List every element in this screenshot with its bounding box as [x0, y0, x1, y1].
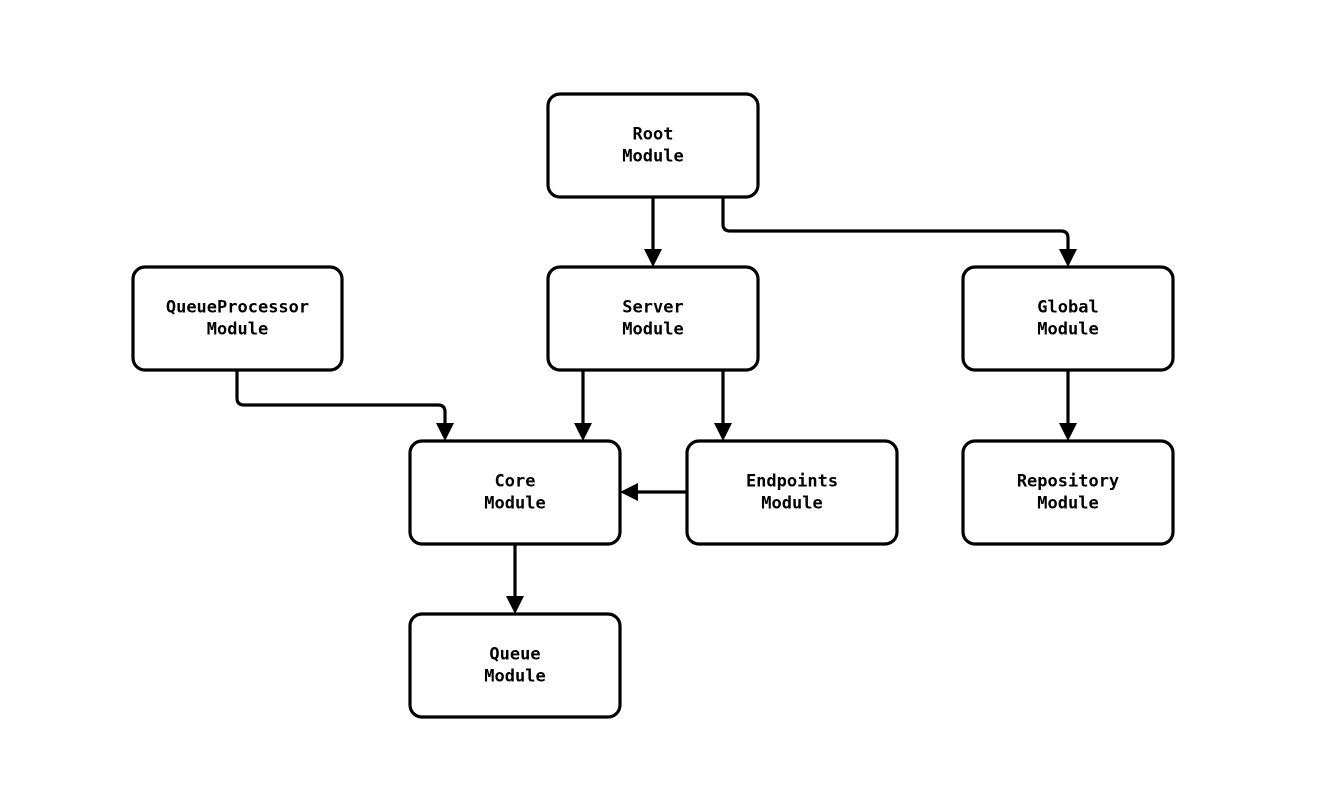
edge-server-to-core — [574, 370, 592, 441]
node-label-line1: Repository — [1017, 472, 1119, 492]
edge-line — [235, 370, 447, 432]
node-label-line2: Module — [484, 667, 545, 687]
arrowhead-icon — [574, 423, 592, 441]
node-label-line1: Root — [633, 125, 674, 145]
node-box[interactable] — [961, 265, 1175, 372]
node-label-line1: Server — [622, 298, 683, 318]
arrowhead-icon — [714, 423, 732, 441]
arrowhead-icon — [506, 596, 524, 614]
node-label-line1: Global — [1037, 298, 1098, 318]
edge-queueprocessor-to-core — [235, 370, 454, 441]
edge-root-to-global — [721, 197, 1077, 267]
edge-root-to-server — [644, 197, 662, 267]
node-box[interactable] — [408, 439, 622, 546]
arrowhead-icon — [1059, 249, 1077, 267]
node-label-line1: Queue — [489, 645, 540, 665]
node-label-line2: Module — [1037, 494, 1098, 514]
node-box[interactable] — [546, 92, 760, 199]
edge-server-to-endpoints — [714, 370, 732, 441]
node-label-line1: Core — [495, 472, 536, 492]
node-label-line2: Module — [207, 320, 268, 340]
arrowhead-icon — [1059, 423, 1077, 441]
edge-core-to-queue — [506, 544, 524, 614]
arrowhead-icon — [620, 483, 638, 501]
node-label-line1: Endpoints — [746, 472, 838, 492]
node-box[interactable] — [961, 439, 1175, 546]
node-box[interactable] — [408, 612, 622, 719]
node-label-line2: Module — [761, 494, 822, 514]
node-box[interactable] — [131, 265, 344, 372]
node-box[interactable] — [546, 265, 760, 372]
node-label-line2: Module — [1037, 320, 1098, 340]
node-box[interactable] — [685, 439, 899, 546]
node-label-line2: Module — [622, 320, 683, 340]
node-label-line2: Module — [622, 147, 683, 167]
edge-endpoints-to-core — [620, 483, 687, 501]
edge-line — [721, 197, 1070, 258]
arrowhead-icon — [644, 249, 662, 267]
edge-global-to-repository — [1059, 370, 1077, 441]
node-label-line1: QueueProcessor — [166, 298, 309, 318]
node-label-line2: Module — [484, 494, 545, 514]
arrowhead-icon — [436, 423, 454, 441]
edges-layer — [235, 197, 1077, 614]
nodes-layer: RootModuleQueueProcessorModuleServerModu… — [131, 92, 1175, 719]
